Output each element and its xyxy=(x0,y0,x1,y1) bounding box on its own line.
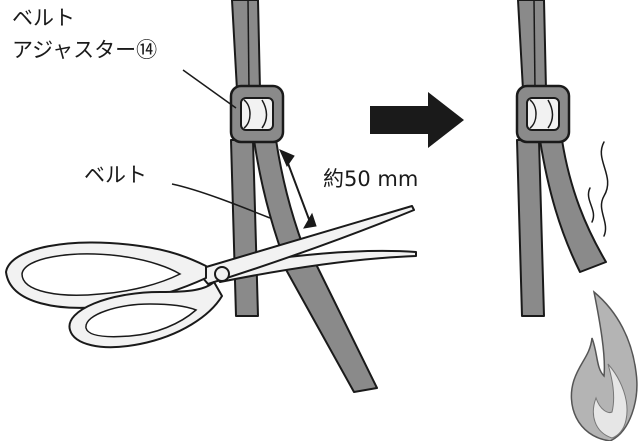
flame-icon xyxy=(570,290,638,441)
dimension-arrow xyxy=(279,149,317,229)
right-illustration xyxy=(515,0,638,441)
belt-free-end xyxy=(283,255,378,393)
belt-loop xyxy=(253,139,304,257)
rear-belt-after xyxy=(516,139,545,317)
left-illustration xyxy=(5,0,417,393)
trimmed-belt-end xyxy=(539,139,607,273)
upper-belt-edge xyxy=(247,0,250,91)
upper-belt xyxy=(231,0,261,91)
belt-leader xyxy=(171,183,271,219)
belt-adjuster-label: アジャスター⑭ xyxy=(12,38,158,62)
adjuster-leader xyxy=(182,69,237,109)
belt-adjuster-after xyxy=(515,84,571,144)
scissors-icon xyxy=(5,205,417,349)
right-arrow-icon xyxy=(370,92,464,148)
belt-adjuster xyxy=(229,84,285,144)
rear-belt xyxy=(230,139,259,317)
belt-label-top: ベルト xyxy=(12,6,75,30)
belt-label-middle: ベルト xyxy=(84,163,147,187)
upper-belt-after xyxy=(517,0,547,91)
cut-length-label: 約50 mm xyxy=(323,167,419,191)
heat-wave-icon xyxy=(587,141,609,237)
